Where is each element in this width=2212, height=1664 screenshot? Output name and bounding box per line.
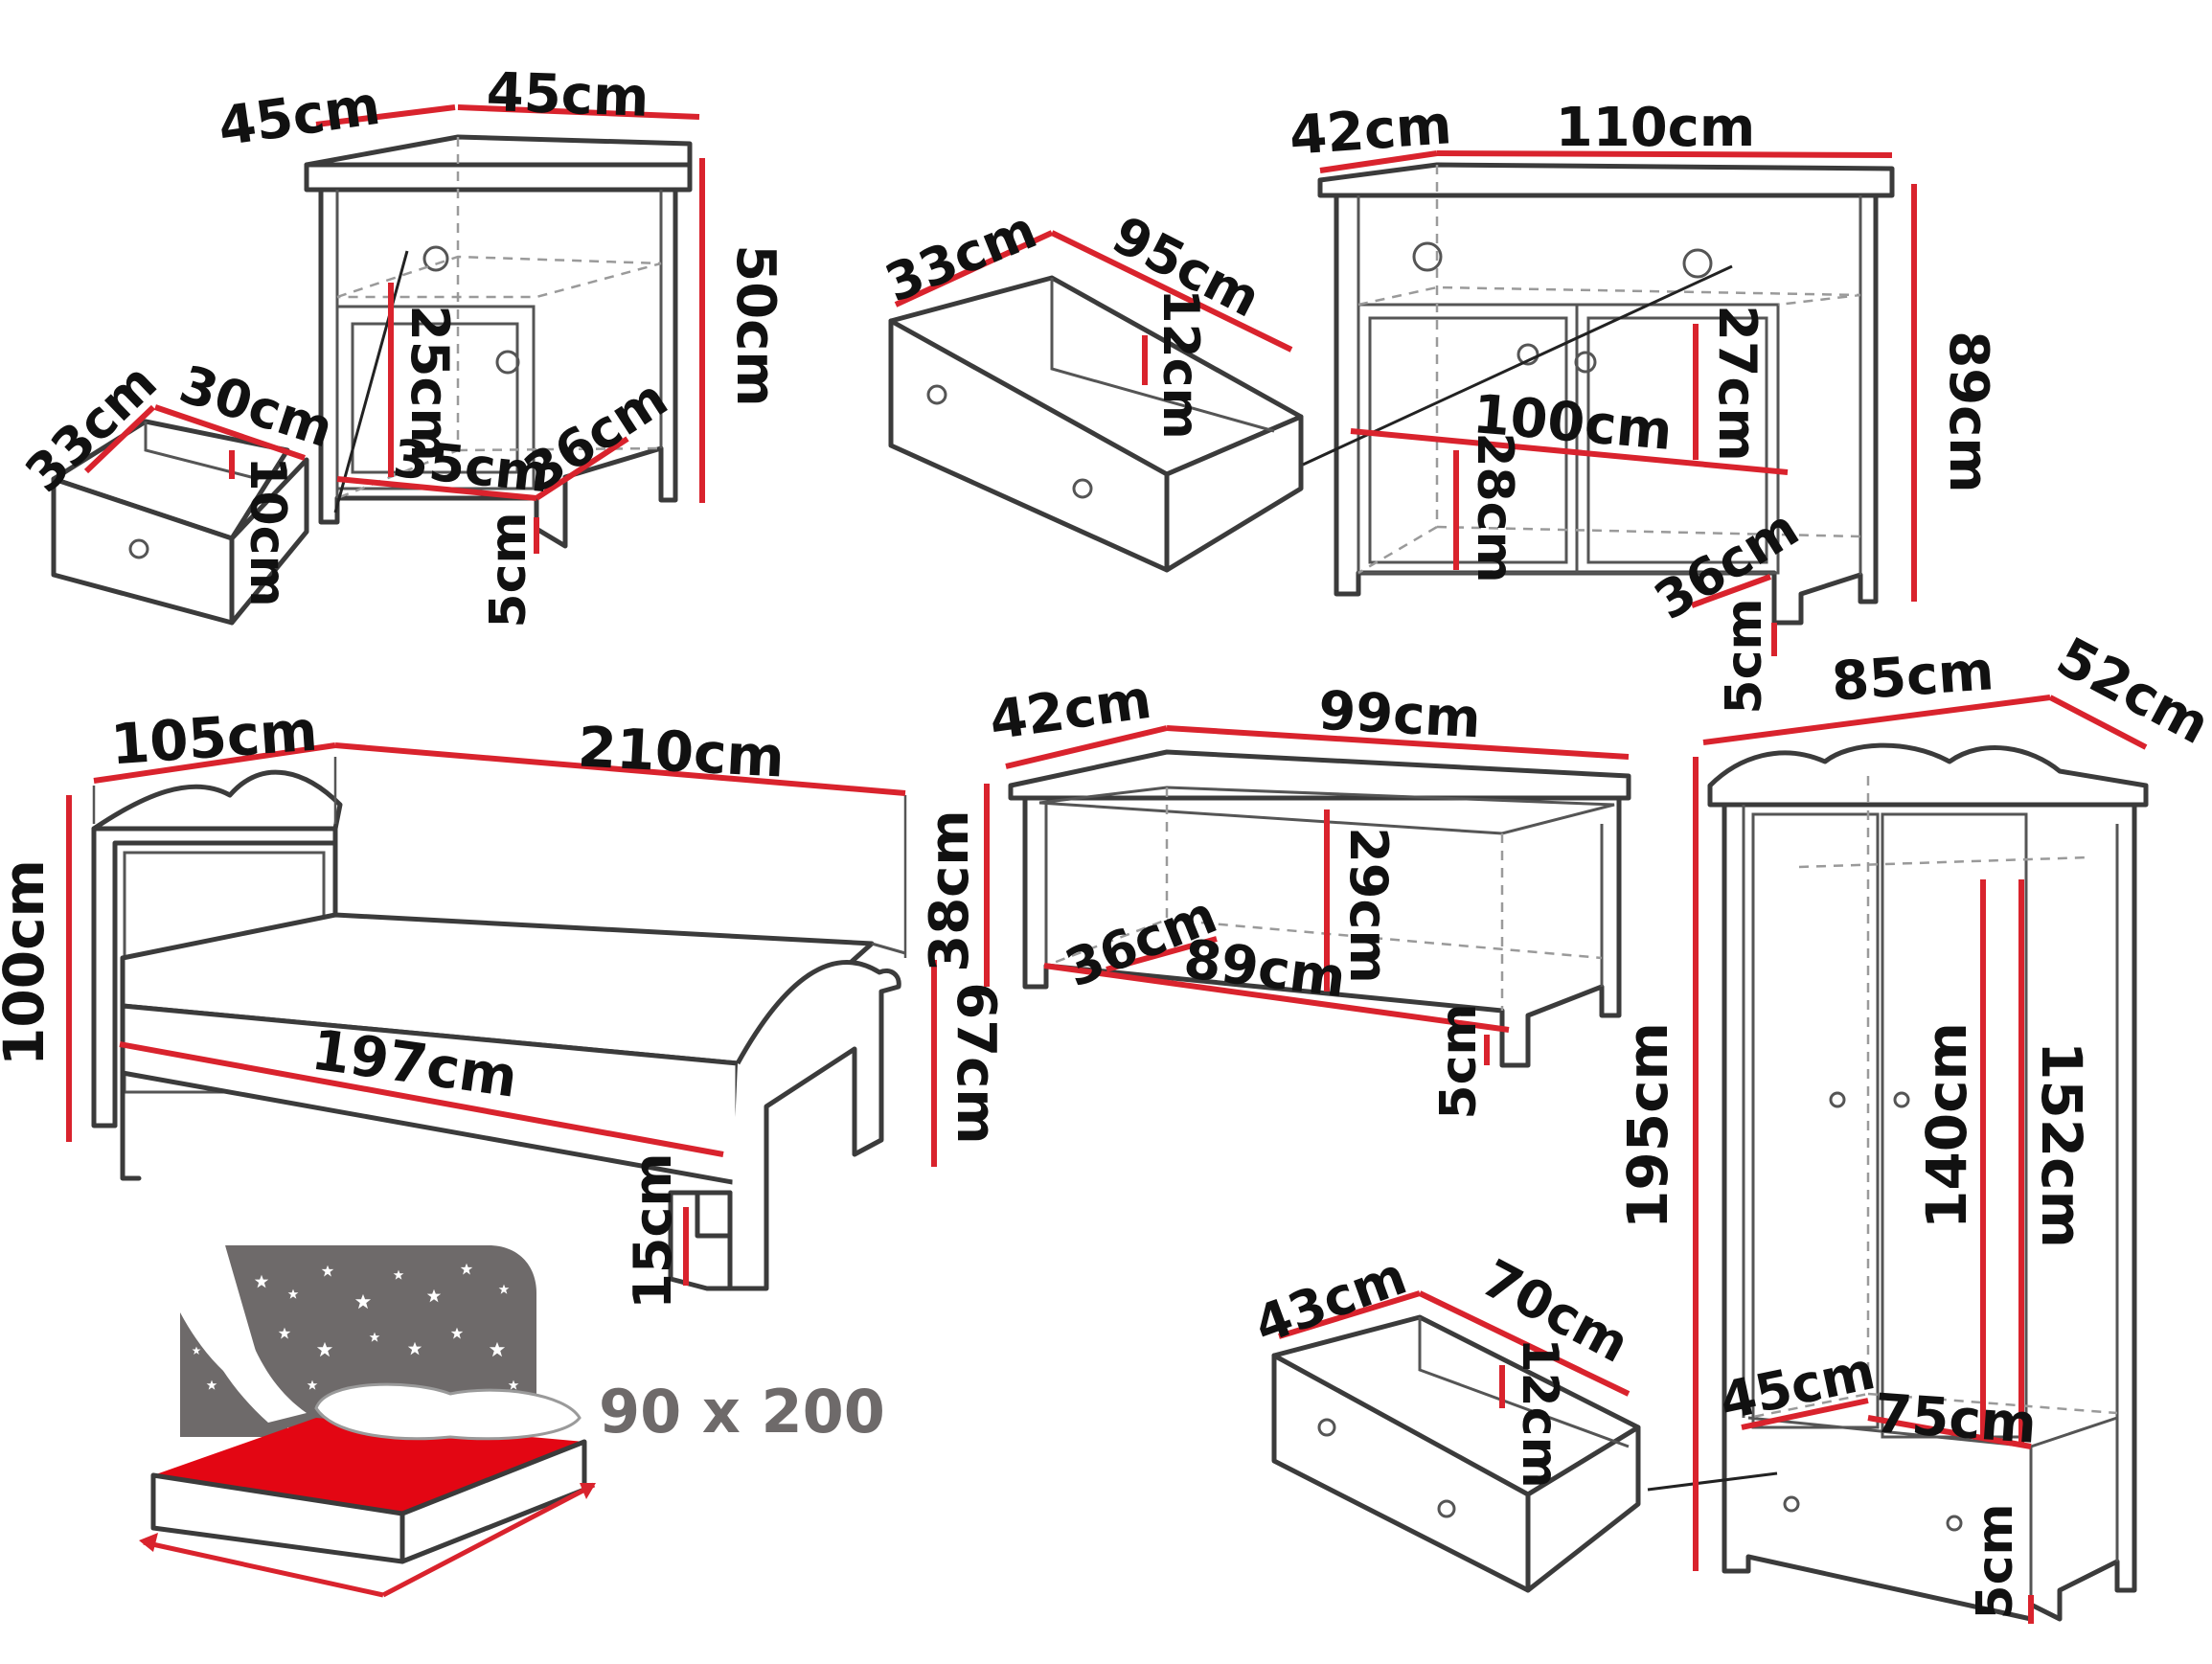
wardrobe-height-label: 195cm [1615,1022,1680,1229]
wardrobe-dimension-lines [1278,695,2148,1624]
chest-width-label: 110cm [1556,97,1755,159]
wardrobe-width-label: 85cm [1830,640,1996,714]
chest-depth-label: 42cm [1288,94,1454,168]
bench-outline [1008,749,1631,1068]
bed-outline [91,757,907,1291]
bed-width-label: 105cm [109,698,320,778]
wardrobe-outline [1647,742,2149,1622]
mattress-size-label: 90 x 200 [599,1377,885,1447]
nightstand-shelf-height-label: 25cm [399,305,460,461]
chest-shelf-height-label: 28cm [1466,432,1523,582]
bed-length-label: 210cm [576,714,786,789]
nightstand-leg-height-label: 5cm [480,512,537,627]
bench-height-label: 38cm [919,809,981,971]
wardrobe-door-height-label: 152cm [2029,1041,2094,1248]
chest-dimension-lines [894,150,1917,656]
chest-height-label: 89cm [1937,331,1999,492]
night-sky-panel [225,1245,536,1427]
mattress-illustration: 90 x 200 [139,1245,885,1598]
chest-drawer [888,275,1304,573]
nightstand-width-label: 45cm [486,61,650,129]
bed: 105cm 210cm 100cm 67cm 197cm 15cm [0,698,1007,1310]
bench-depth-label: 42cm [986,669,1155,753]
bench-leg-height-label: 5cm [1430,1003,1488,1119]
nightstand-height-label: 50cm [724,244,787,406]
nightstand: 45cm 45cm 50cm 25cm 35cm 36cm 5cm 33cm 3… [13,61,787,628]
wardrobe-leg-height-label: 5cm [1967,1503,2024,1619]
wardrobe-drawer-height-label: 12cm [1511,1337,1568,1488]
chest-drawer-height-label: 12cm [1152,288,1209,439]
wardrobe-inner-width-label: 75cm [1872,1382,2039,1456]
chest-outline [1302,162,1895,626]
nightstand-drawer-height-label: 10cm [239,456,296,606]
nightstand-dimension-lines [83,104,705,554]
wardrobe-drawer [1271,1314,1641,1593]
bench-dimension-lines [984,725,1630,1065]
bed-head-height-label: 100cm [0,859,57,1066]
chest-door-height-label: 27cm [1707,305,1767,461]
chest: 42cm 110cm 89cm 27cm 100cm 28cm 36cm 5cm… [878,94,1999,714]
bench-width-label: 99cm [1317,680,1483,751]
wardrobe-rail-height-label: 140cm [1914,1022,1979,1229]
bench: 42cm 99cm 38cm 29cm 36cm 89cm 5cm [919,669,1631,1120]
pillow-icon [314,1382,582,1441]
bed-foot-height-label: 67cm [945,982,1007,1144]
bench-inner-height-label: 29cm [1338,827,1399,983]
nightstand-inner-depth-label: 36cm [513,368,677,504]
bench-inner-width-label: 89cm [1180,928,1349,1010]
bench-labels: 42cm 99cm 38cm 29cm 36cm 89cm 5cm [919,669,1488,1120]
chest-leg-height-label: 5cm [1716,598,1773,714]
bed-dimension-lines [66,742,937,1286]
nightstand-depth-label: 45cm [215,75,384,159]
bed-leg-height-label: 15cm [623,1152,683,1309]
